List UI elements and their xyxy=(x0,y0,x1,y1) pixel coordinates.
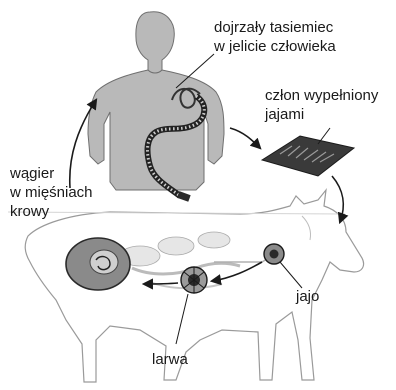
label-egg: jajo xyxy=(296,287,319,306)
label-mature-tapeworm: dojrzały tasiemiec w jelicie człowieka xyxy=(214,18,336,56)
label-muscle-cyst-line-2: w mięśniach xyxy=(10,183,93,202)
label-mature-tapeworm-line-2: w jelicie człowieka xyxy=(214,37,336,56)
label-muscle-cyst-line-3: krowy xyxy=(10,202,93,221)
label-egg-segment-line-1: człon wypełniony xyxy=(265,86,378,105)
arrow-human-to-segment xyxy=(230,128,260,148)
muscle-cyst-illustration xyxy=(66,238,130,290)
label-mature-tapeworm-line-1: dojrzały tasiemiec xyxy=(214,18,336,37)
label-egg-segment: człon wypełniony jajami xyxy=(265,86,378,124)
label-muscle-cyst-line-1: wągier xyxy=(10,164,93,183)
egg-segment-illustration xyxy=(262,128,354,176)
label-larva: larwa xyxy=(152,350,188,369)
label-egg-segment-line-2: jajami xyxy=(265,105,378,124)
label-muscle-cyst: wągier w mięśniach krowy xyxy=(10,164,93,221)
